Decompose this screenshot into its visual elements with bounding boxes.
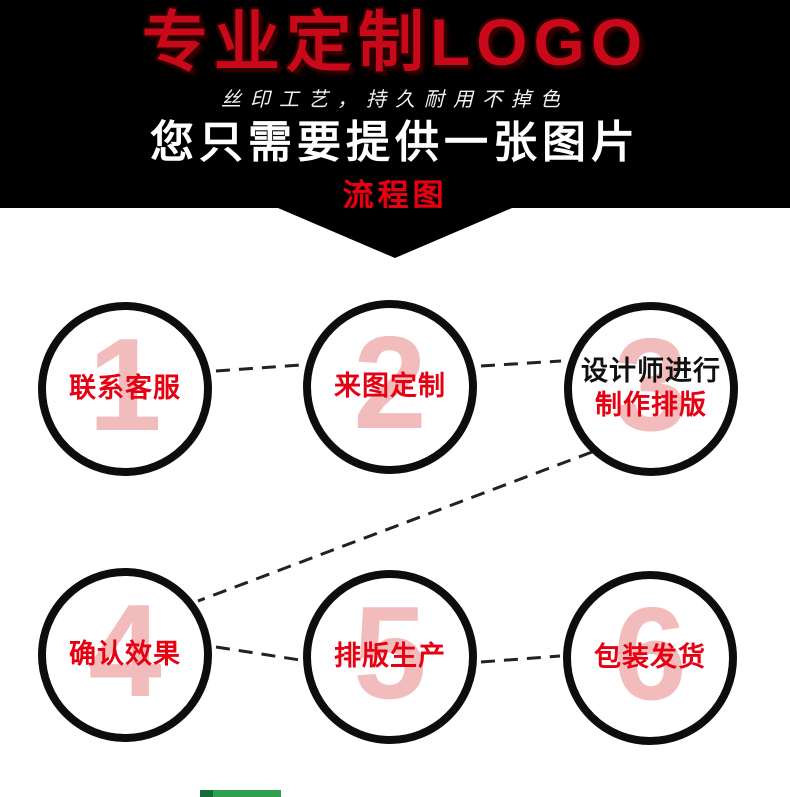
bottom-strip-dark <box>200 790 213 797</box>
step-circle-5: 5 排版生产 <box>303 570 477 744</box>
step-circle-3: 3 设计师进行 制作排版 <box>564 302 738 476</box>
step-label-3-top: 设计师进行 <box>581 356 721 387</box>
step-label-wrap: 联系客服 <box>46 310 204 468</box>
step-number-3: 3 <box>614 311 688 459</box>
banner: 专业定制LOGO 丝印工艺，持久耐用不掉色 您只需要提供一张图片 流程图 <box>0 0 790 213</box>
flowchart-tag: 流程图 <box>342 178 448 214</box>
banner-subtitle: 丝印工艺，持久耐用不掉色 <box>221 89 569 112</box>
step-circle-2: 2 来图定制 <box>303 300 477 474</box>
step-number-5: 5 <box>353 579 427 727</box>
banner-title: 专业定制LOGO <box>141 5 649 79</box>
banner-arrow-down <box>278 208 512 258</box>
step-number-6: 6 <box>613 580 687 728</box>
step-label-wrap: 来图定制 <box>311 308 469 466</box>
step-label-6: 包装发货 <box>594 642 706 673</box>
step-number-4: 4 <box>88 577 162 725</box>
step-label-2: 来图定制 <box>334 371 446 402</box>
connector-5-6 <box>480 654 561 664</box>
step-circle-1: 1 联系客服 <box>38 302 212 476</box>
step-label-wrap: 设计师进行 制作排版 <box>572 310 730 468</box>
step-label-wrap: 确认效果 <box>46 576 204 734</box>
banner-headline: 您只需要提供一张图片 <box>150 118 640 168</box>
step-number-2: 2 <box>353 309 427 457</box>
step-label-3: 制作排版 <box>595 390 707 420</box>
connector-4-5 <box>215 645 301 662</box>
step-label-5: 排版生产 <box>334 641 446 672</box>
step-circle-4: 4 确认效果 <box>38 568 212 742</box>
step-label-1: 联系客服 <box>69 373 181 404</box>
connector-2-3 <box>480 359 562 368</box>
step-label-wrap: 包装发货 <box>571 579 729 737</box>
step-label-4: 确认效果 <box>69 639 181 670</box>
connector-1-2 <box>215 363 301 373</box>
step-circle-6: 6 包装发货 <box>563 571 737 745</box>
bottom-strip <box>213 790 281 797</box>
step-number-1: 1 <box>88 311 162 459</box>
step-label-wrap: 排版生产 <box>311 578 469 736</box>
